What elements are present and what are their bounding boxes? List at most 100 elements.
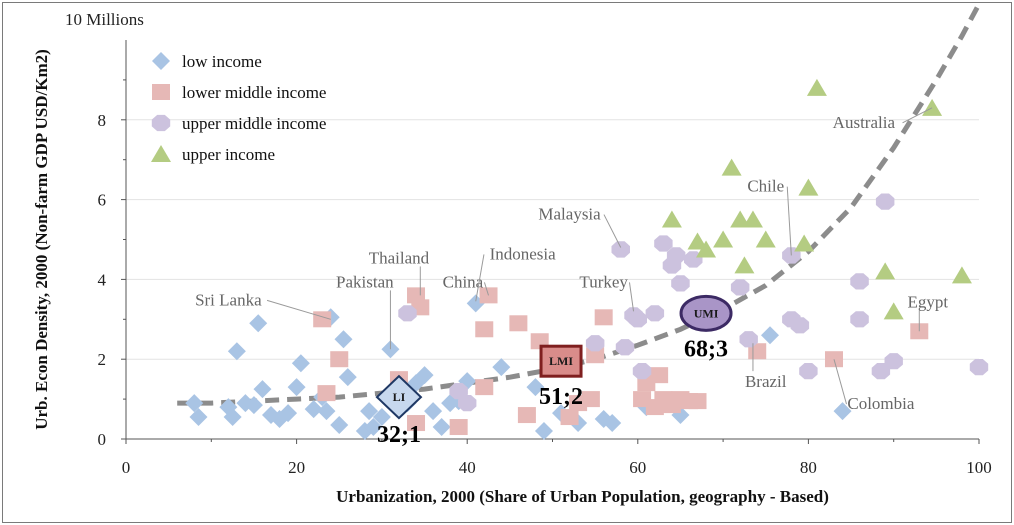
data-point (883, 302, 904, 320)
data-point (790, 317, 810, 334)
data-point (475, 379, 494, 396)
scatter-chart: 10 Millions Urb. Econ Density, 2000 (Non… (32, 3, 992, 506)
data-point (492, 358, 511, 377)
y-tick-label: 8 (98, 111, 107, 130)
data-point (581, 391, 600, 408)
annotation: Pakistan (336, 272, 394, 350)
annotation: Brazil (745, 343, 787, 391)
leader-line (902, 107, 933, 124)
data-point (922, 98, 943, 116)
legend-item: upper income (151, 145, 275, 164)
highlight-marker (375, 374, 423, 420)
data-point (730, 210, 751, 228)
annotation: Australia (833, 107, 933, 132)
data-point (330, 351, 349, 368)
data-point (415, 366, 434, 385)
annotation-label: Turkey (579, 272, 628, 291)
leader-line (266, 299, 331, 320)
data-point (253, 380, 272, 399)
data-point (526, 378, 545, 397)
x-tick-label: 100 (966, 458, 992, 477)
data-point (244, 396, 263, 415)
data-point (687, 232, 708, 250)
data-point (509, 315, 528, 332)
leader-line (833, 359, 847, 405)
data-point (594, 309, 613, 326)
data-point (761, 326, 780, 345)
data-point (645, 305, 665, 322)
legend-marker (152, 52, 170, 70)
data-point (666, 247, 686, 264)
legend-item: lower middle income (152, 83, 326, 102)
data-point (713, 230, 734, 248)
annotation-label: Australia (833, 113, 896, 132)
annotation-label: Sri Lanka (195, 290, 262, 309)
data-points (185, 78, 989, 441)
data-point (291, 354, 310, 373)
data-point (424, 402, 443, 421)
data-point (969, 359, 989, 376)
y-unit-label: 10 Millions (65, 10, 144, 29)
data-point (560, 409, 579, 426)
data-point (611, 241, 630, 258)
y-tick-label: 6 (98, 191, 107, 210)
data-point (730, 279, 750, 296)
data-point (850, 311, 869, 328)
data-point (951, 266, 972, 284)
leader-line (483, 282, 490, 296)
data-point (317, 402, 336, 421)
legend-label: upper income (182, 145, 275, 164)
x-axis-title: Urbanization, 2000 (Share of Urban Popul… (336, 487, 829, 506)
data-point (360, 402, 379, 421)
annotation-label: Chile (747, 177, 784, 196)
legend-marker (152, 84, 170, 100)
y-tick-label: 4 (98, 270, 107, 289)
data-point (654, 235, 673, 252)
x-tick-label: 40 (459, 458, 476, 477)
data-point (279, 404, 298, 423)
data-point (338, 368, 357, 387)
highlight-caption: 32;1 (377, 422, 421, 448)
data-point (798, 178, 819, 196)
series-octagon (398, 193, 989, 412)
annotation: Sri Lanka (195, 290, 331, 320)
data-point (287, 378, 306, 397)
data-point (603, 414, 622, 433)
data-point (317, 385, 336, 402)
legend-marker (151, 145, 171, 162)
leader-line (603, 214, 622, 248)
data-point (432, 418, 451, 437)
annotation-label: Egypt (908, 292, 949, 311)
data-point (227, 342, 246, 361)
highlight-label: LI (393, 390, 406, 404)
data-point (632, 363, 652, 380)
highlight-caption: 68;3 (684, 336, 728, 362)
y-axis-title: Urb. Econ Density, 2000 (Non-farm GDP US… (32, 49, 51, 430)
data-point (739, 331, 758, 348)
x-tick-label: 20 (288, 458, 305, 477)
annotation: Thailand (369, 248, 430, 296)
data-point (615, 339, 635, 356)
highlight-caption: 51;2 (539, 384, 583, 410)
data-point (334, 330, 353, 349)
highlight-label: LMI (549, 354, 573, 368)
data-point (364, 418, 383, 437)
annotation: Indonesia (475, 244, 557, 302)
axes: 10 Millions Urb. Econ Density, 2000 (Non… (32, 10, 992, 506)
highlight-lmi: LMI 51;2 (539, 344, 583, 410)
leader-line (786, 186, 792, 256)
x-tick-label: 60 (629, 458, 646, 477)
data-point (755, 230, 776, 248)
annotation: Colombia (833, 359, 915, 413)
legend-marker (151, 114, 171, 132)
highlight-marker (539, 344, 583, 378)
data-point (249, 314, 268, 333)
country-annotations: Sri LankaPakistanThailandChinaIndonesiaM… (195, 107, 949, 413)
annotation-label: Thailand (369, 248, 430, 267)
data-point (721, 158, 742, 176)
annotation: Egypt (908, 292, 949, 332)
annotation-label: Indonesia (490, 244, 557, 263)
legend-item: upper middle income (151, 114, 326, 133)
annotation-label: Pakistan (336, 272, 394, 291)
